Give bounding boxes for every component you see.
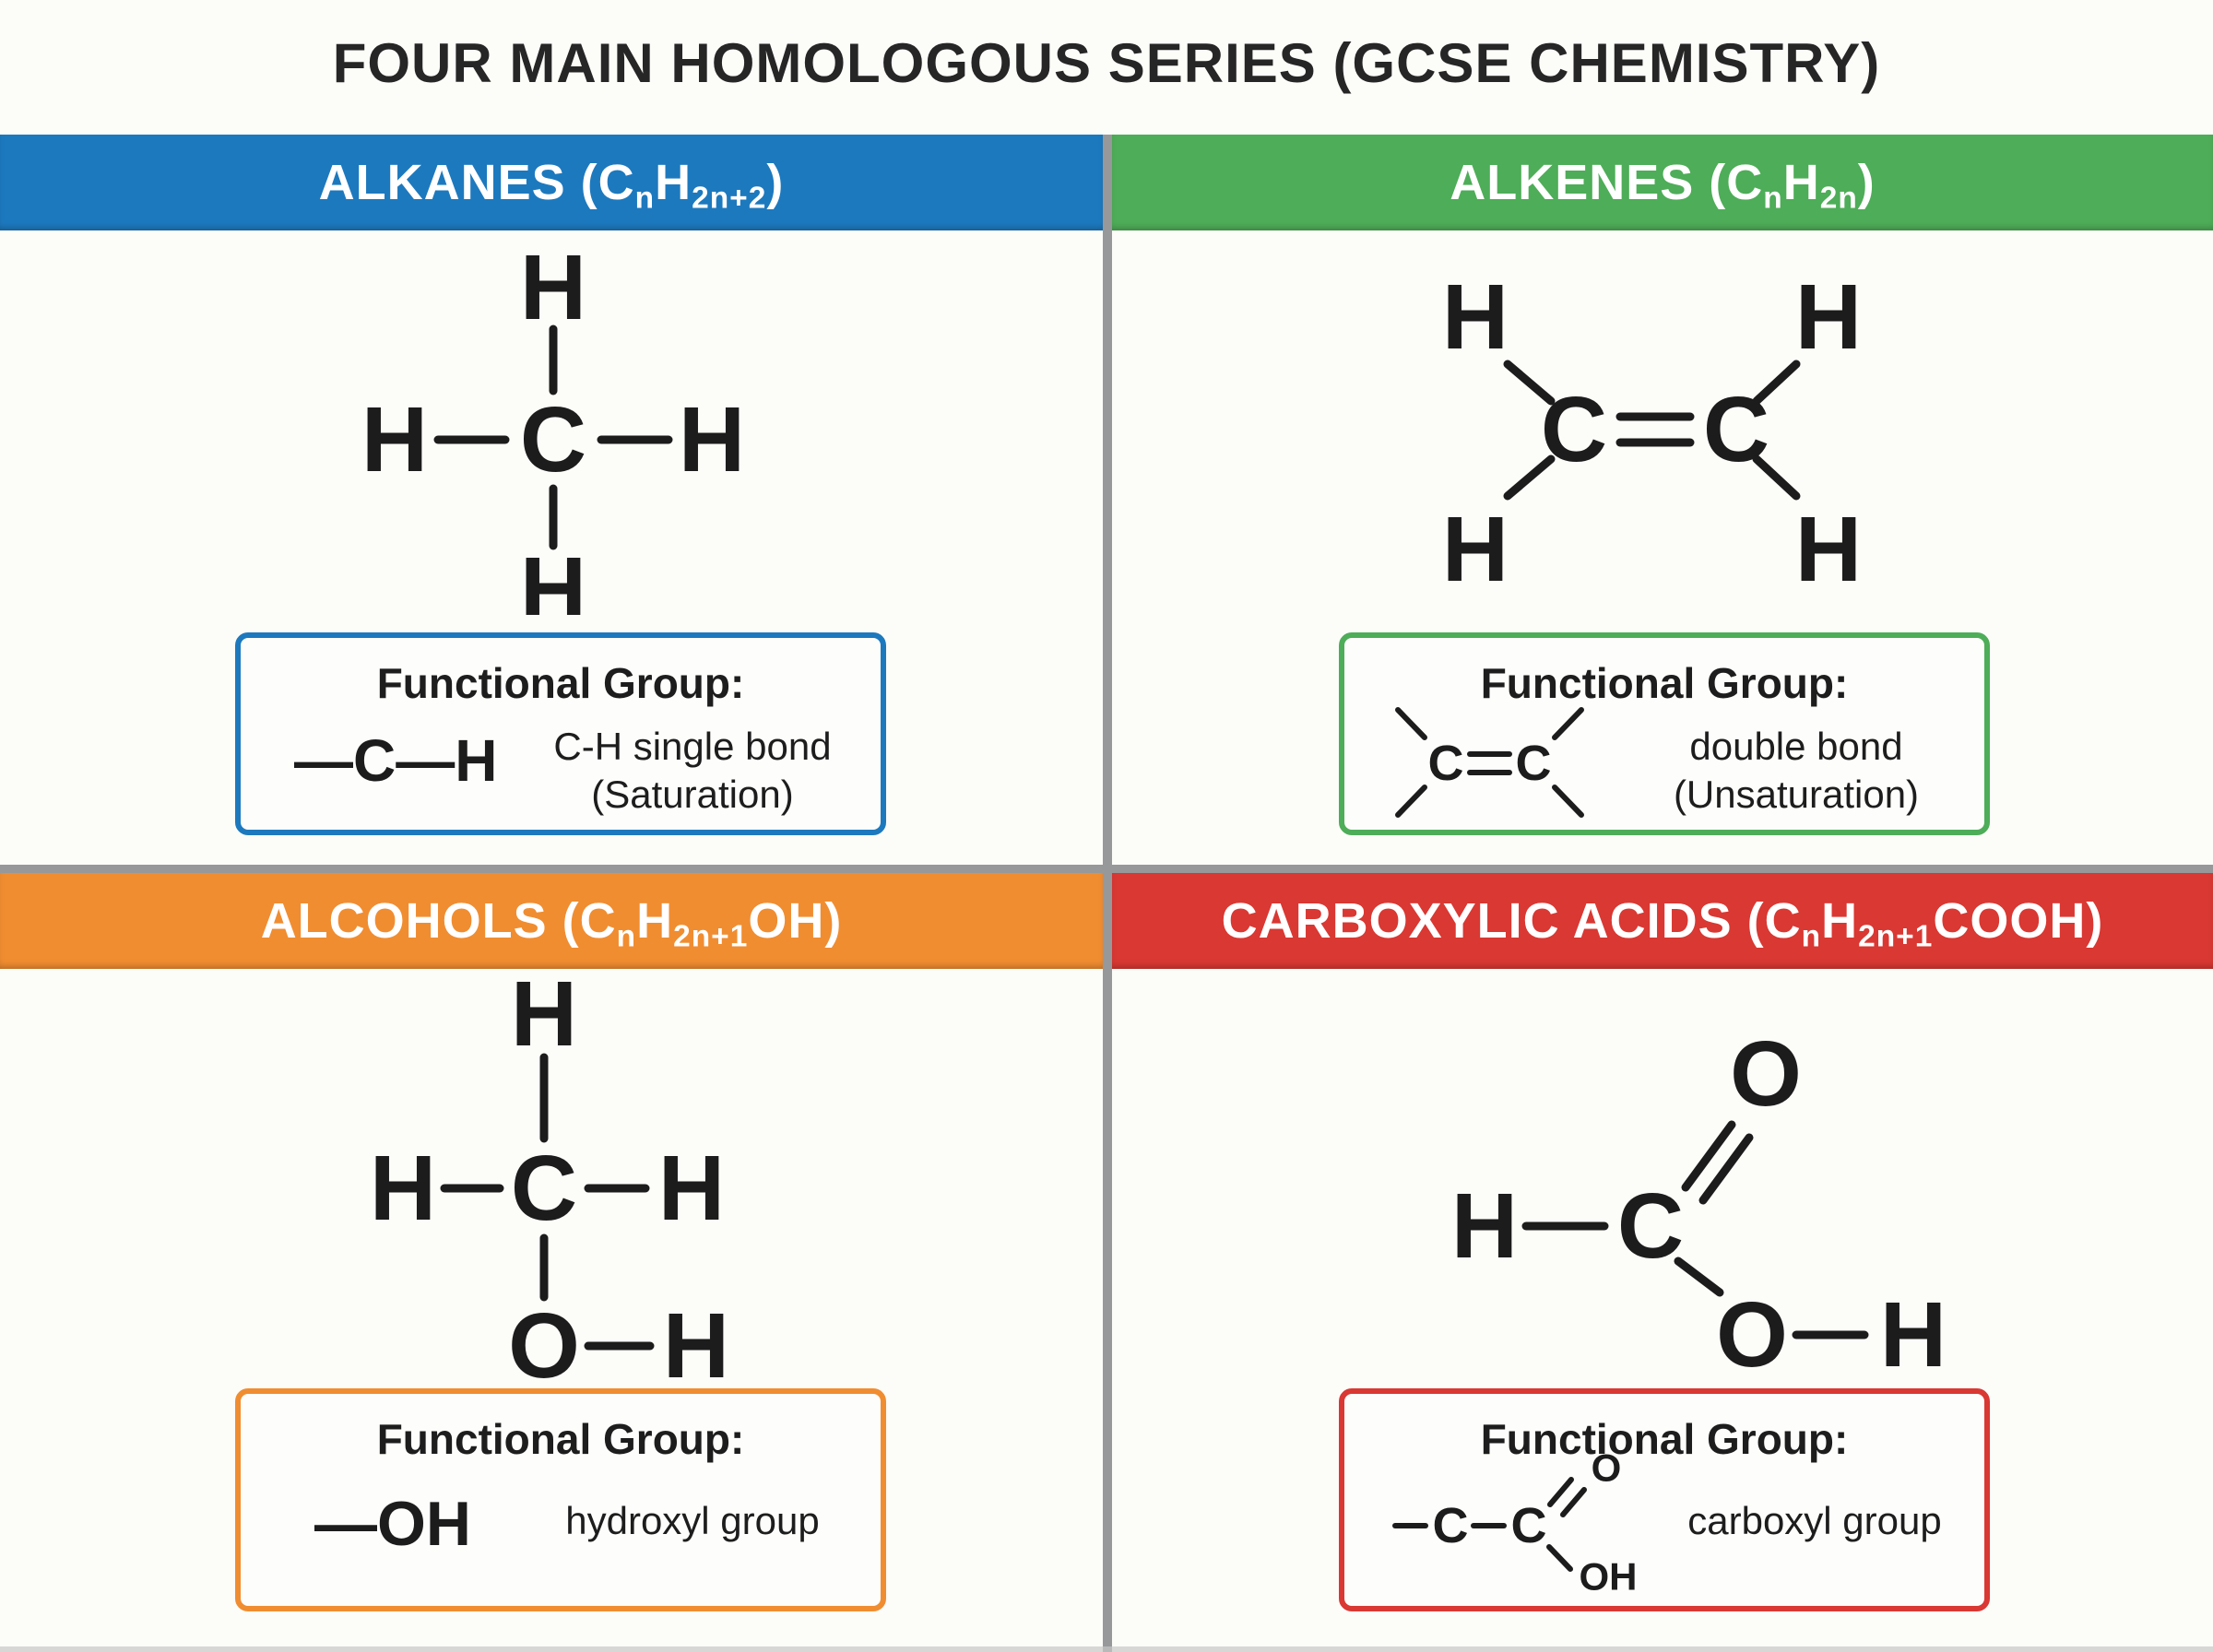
- atom-oh: OH: [1580, 1555, 1638, 1596]
- alcohols-functional-box: Functional Group: —OH hydroxyl group: [235, 1388, 886, 1611]
- double-bond-line1: [1547, 1477, 1574, 1507]
- atom-c: C: [511, 1137, 577, 1240]
- alcohols-header-label: ALCOHOLS (CnH2n+1OH): [260, 893, 843, 954]
- alkenes-functional-structure: C C: [1395, 707, 1584, 818]
- atom-c: C: [1433, 1498, 1469, 1553]
- atom-h: H: [1795, 498, 1862, 581]
- stub-bond: [1552, 785, 1584, 818]
- atom-h: H: [1442, 277, 1509, 369]
- formic-acid-structure: O H C O H: [1451, 1022, 1947, 1386]
- carboxylic-header: CARBOXYLIC ACIDS (CnH2n+1COOH): [1112, 873, 2213, 969]
- page-title: FOUR MAIN HOMOLOGOUS SERIES (GCSE CHEMIS…: [332, 31, 1881, 94]
- atom-o: O: [1592, 1446, 1622, 1490]
- atom-c: C: [1617, 1174, 1684, 1278]
- methane-structure: H H C H H: [361, 242, 745, 615]
- methanol-structure: H H C H O H: [370, 973, 729, 1397]
- atom-h: H: [520, 538, 586, 615]
- bond-h-c-topleft: [1503, 360, 1556, 406]
- alkanes-functional-structure: —C—H: [294, 727, 498, 794]
- atom-c: C: [1516, 736, 1552, 791]
- alkanes-functional-title: Functional Group:: [376, 659, 745, 707]
- atom-c: C: [1428, 736, 1464, 791]
- alcohols-functional-title: Functional Group:: [376, 1415, 745, 1463]
- alkenes-functional-desc: double bond (Unsaturation): [1621, 723, 1971, 819]
- alkenes-desc-line2: (Unsaturation): [1673, 773, 1920, 816]
- alkenes-functional-box: Functional Group: C C double bond (Unsat…: [1339, 632, 1990, 835]
- double-bond-c-o-line2: [1698, 1133, 1754, 1205]
- carboxylic-functional-box: Functional Group: C C O OH carboxyl grou…: [1339, 1388, 1990, 1611]
- stub-bond: [1552, 707, 1584, 740]
- atom-h: H: [663, 1294, 729, 1397]
- ethene-structure: H H C C H H: [1442, 277, 1862, 581]
- carboxylic-header-label: CARBOXYLIC ACIDS (CnH2n+1COOH): [1221, 893, 2104, 954]
- alkenes-header: ALKENES (CnH2n): [1112, 135, 2213, 230]
- alcohols-functional-desc: hydroxyl group: [517, 1497, 868, 1545]
- alcohols-desc-line1: hydroxyl group: [565, 1499, 820, 1542]
- alkanes-header: ALKANES (CnH2n+2): [0, 135, 1103, 230]
- alcohols-header: ALCOHOLS (CnH2n+1OH): [0, 873, 1103, 969]
- atom-h: H: [361, 388, 428, 491]
- alkanes-functional-desc: C-H single bond (Saturation): [517, 723, 868, 819]
- carboxylic-desc-line1: carboxyl group: [1687, 1499, 1942, 1542]
- atom-h: H: [1880, 1283, 1947, 1386]
- bond-c-oh: [1546, 1544, 1573, 1572]
- atom-h: H: [679, 388, 745, 491]
- atom-o: O: [1716, 1283, 1788, 1386]
- atom-o: O: [1730, 1022, 1802, 1126]
- alkanes-header-label: ALKANES (CnH2n+2): [318, 155, 785, 216]
- stub-bond: [1395, 707, 1427, 740]
- vertical-divider: [1103, 135, 1112, 1652]
- alkanes-functional-box: Functional Group: —C—H C-H single bond (…: [235, 632, 886, 835]
- double-bond-line2: [1560, 1487, 1587, 1517]
- horizontal-divider: [0, 865, 2213, 873]
- atom-h: H: [370, 1137, 436, 1240]
- bond-h-c-bottomleft: [1503, 454, 1556, 501]
- atom-c: C: [520, 388, 586, 491]
- atom-h: H: [658, 1137, 725, 1240]
- atom-c: C: [1541, 378, 1607, 481]
- bottom-edge-line: [0, 1646, 2213, 1652]
- atom-h: H: [1442, 498, 1509, 581]
- carboxylic-functional-desc: carboxyl group: [1649, 1497, 1981, 1545]
- carboxylic-functional-title: Functional Group:: [1480, 1415, 1849, 1463]
- atom-h: H: [511, 973, 577, 1066]
- carboxylic-functional-structure: C C O OH: [1392, 1446, 1638, 1596]
- bond-h-c-bottomright: [1752, 454, 1801, 501]
- atom-h: H: [1795, 277, 1862, 369]
- bond-c-o: [1674, 1257, 1724, 1297]
- atom-h: H: [1451, 1174, 1518, 1278]
- alkenes-desc-line1: double bond: [1689, 725, 1903, 768]
- atom-h: H: [520, 242, 586, 339]
- alkenes-functional-title: Functional Group:: [1480, 659, 1849, 707]
- alkanes-desc-line1: C-H single bond: [553, 725, 832, 768]
- alkanes-desc-line2: (Saturation): [591, 773, 794, 816]
- bond-h-c-topright: [1752, 360, 1801, 406]
- atom-c: C: [1511, 1498, 1547, 1553]
- stub-bond: [1395, 785, 1427, 818]
- atom-o: O: [508, 1294, 580, 1397]
- alkenes-header-label: ALKENES (CnH2n): [1450, 155, 1876, 216]
- alcohols-functional-structure: —OH: [314, 1489, 471, 1559]
- double-bond-c-o-line1: [1681, 1120, 1736, 1192]
